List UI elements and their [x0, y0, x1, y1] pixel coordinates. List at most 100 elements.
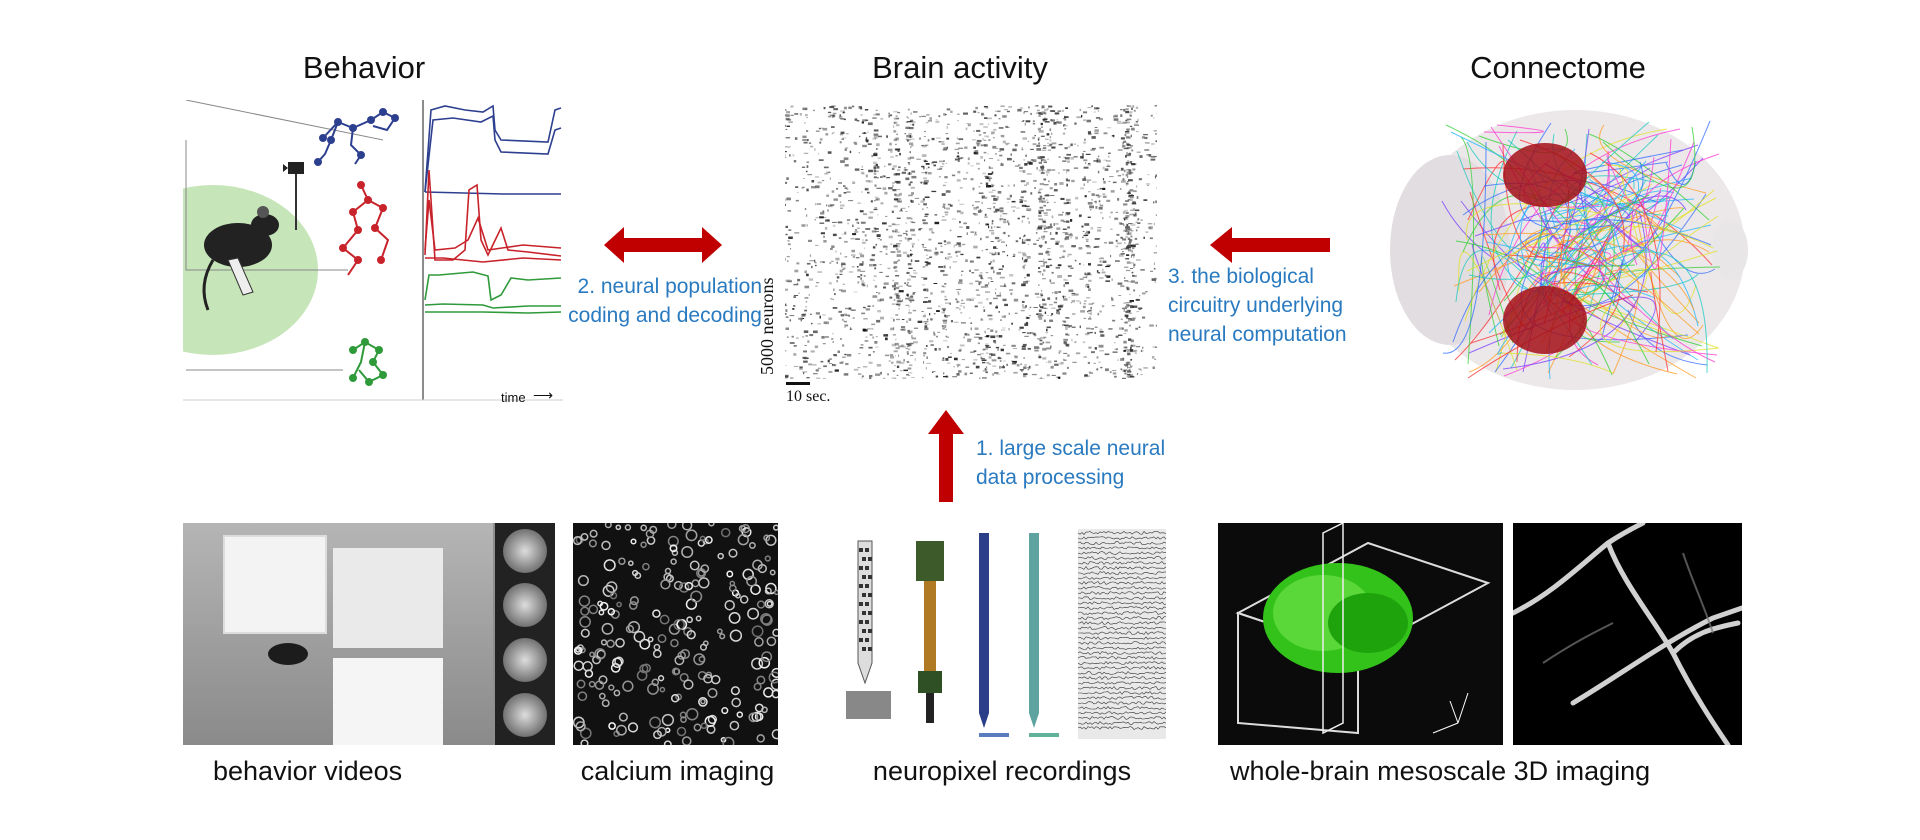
calcium-cell — [764, 555, 771, 562]
axon-fiber — [1483, 124, 1544, 134]
raster-spike — [864, 187, 869, 191]
raster-spike — [921, 165, 925, 168]
raster-spike — [1067, 226, 1070, 229]
raster-spike — [977, 210, 983, 212]
raster-spike — [1067, 275, 1072, 277]
raster-spike — [869, 377, 872, 379]
raster-spike — [1123, 350, 1126, 352]
raster-spike — [1127, 231, 1129, 235]
raster-spike — [1120, 114, 1123, 117]
raster-spike — [1050, 110, 1056, 112]
raster-spike — [999, 276, 1005, 279]
raster-spike — [854, 231, 859, 233]
raster-spike — [929, 340, 934, 343]
raster-spike — [987, 314, 993, 317]
raster-spike — [827, 209, 829, 212]
raster-spike — [944, 325, 947, 328]
raster-spike — [1136, 226, 1140, 228]
raster-spike — [991, 220, 994, 223]
raster-spike — [1021, 241, 1026, 244]
raster-spike — [823, 235, 825, 238]
axon-fiber — [1648, 141, 1695, 239]
raster-spike — [907, 108, 910, 111]
raster-spike — [1104, 274, 1107, 277]
raster-spike — [1000, 185, 1004, 187]
raster-spike — [1005, 144, 1009, 146]
calcium-cell — [659, 614, 670, 625]
calcium-cell — [685, 529, 698, 542]
raster-spike — [1058, 213, 1063, 216]
raster-spike — [1040, 166, 1045, 169]
raster-spike — [1000, 134, 1005, 138]
raster-spike — [989, 261, 993, 264]
raster-spike — [877, 299, 882, 302]
raster-spike — [848, 106, 852, 109]
raster-spike — [838, 116, 843, 119]
raster-spike — [873, 167, 877, 169]
raster-spike — [945, 328, 947, 331]
raster-spike — [1063, 324, 1069, 326]
raster-spike — [1125, 364, 1129, 367]
raster-spike — [1063, 352, 1068, 354]
raster-spike — [996, 252, 999, 255]
raster-spike — [923, 277, 928, 280]
raster-spike — [1087, 216, 1091, 218]
raster-spike — [810, 350, 815, 353]
raster-spike — [1002, 115, 1007, 118]
ephys-trace — [1077, 701, 1167, 705]
raster-spike — [1084, 300, 1087, 302]
raster-spike — [988, 139, 991, 141]
raster-spike — [860, 169, 864, 170]
raster-spike — [956, 300, 959, 304]
calcium-cell — [579, 616, 591, 628]
raster-spike — [1131, 202, 1137, 205]
raster-spike — [801, 314, 806, 317]
raster-spike — [1051, 307, 1056, 309]
raster-spike — [1128, 192, 1131, 194]
raster-spike — [1123, 308, 1125, 311]
raster-spike — [1084, 374, 1088, 376]
raster-spike — [988, 263, 991, 265]
raster-spike — [980, 286, 986, 288]
raster-spike — [833, 288, 835, 292]
probe-site — [865, 566, 869, 570]
raster-spike — [823, 377, 826, 379]
raster-spike — [1130, 280, 1135, 283]
raster-spike — [993, 248, 998, 249]
raster-spike — [1055, 266, 1060, 269]
calcium-cell — [686, 630, 696, 640]
raster-spike — [1122, 238, 1127, 241]
raster-spike — [1046, 347, 1052, 350]
raster-spike — [1126, 118, 1132, 121]
raster-spike — [1063, 279, 1066, 281]
raster-spike — [867, 122, 873, 126]
raster-spike — [963, 112, 968, 115]
raster-spike — [1046, 326, 1051, 329]
calcium-cell — [754, 637, 764, 647]
calcium-cell — [721, 707, 729, 715]
raster-spike — [994, 225, 996, 228]
raster-spike — [1147, 174, 1150, 176]
raster-spike — [1040, 293, 1043, 296]
raster-spike — [1086, 327, 1091, 330]
raster-spike — [840, 131, 845, 134]
raster-spike — [891, 343, 896, 347]
raster-spike — [876, 364, 882, 367]
raster-spike — [801, 166, 806, 168]
raster-spike — [1125, 321, 1128, 324]
raster-spike — [931, 231, 935, 234]
raster-spike — [893, 245, 895, 248]
raster-spike — [988, 177, 993, 180]
raster-spike — [1147, 223, 1153, 225]
ephys-trace — [1077, 716, 1167, 720]
raster-spike — [1113, 115, 1118, 118]
raster-spike — [897, 169, 901, 171]
raster-spike — [993, 246, 997, 249]
calcium-cell — [669, 544, 678, 553]
probe-site — [862, 629, 866, 633]
raster-spike — [1038, 260, 1044, 262]
raster-spike — [1120, 368, 1123, 371]
calcium-cell — [647, 636, 654, 643]
raster-spike — [1130, 344, 1133, 347]
raster-spike — [926, 318, 929, 321]
